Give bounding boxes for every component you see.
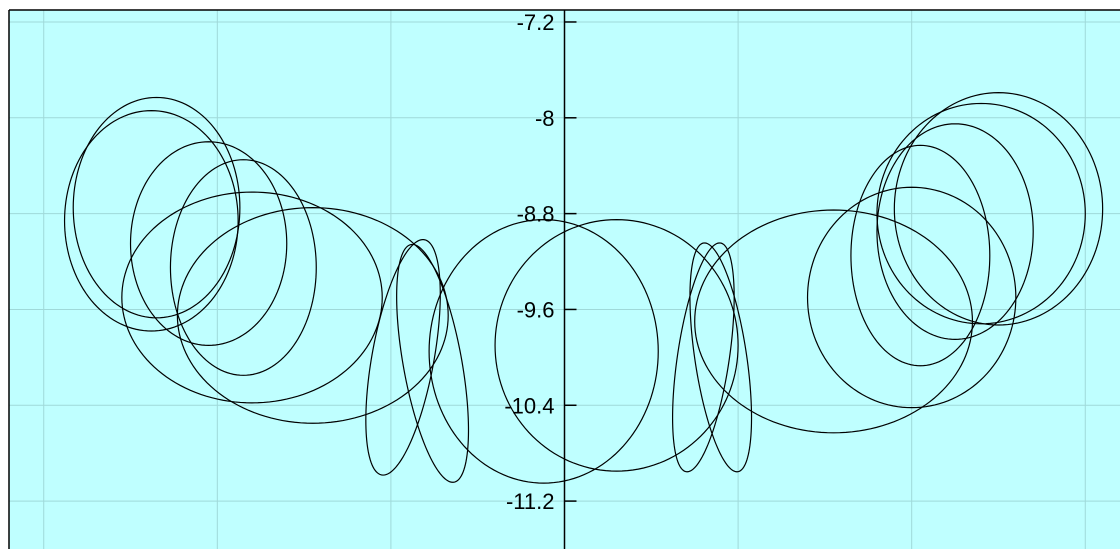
y-tick-label-1: -8 [535, 106, 555, 131]
curves [63, 92, 1104, 484]
y-tick-label-3: -9.6 [517, 297, 555, 322]
y-tick-label-2: -8.8 [517, 202, 555, 227]
series-loop-17 [893, 92, 1104, 326]
series-loop-2 [129, 141, 288, 346]
y-tick-label-5: -11.2 [506, 489, 555, 514]
series-loop-10 [671, 242, 735, 473]
y-tick-label-0: -7.2 [517, 10, 555, 35]
y-ticks: -7.2 -8 -8.8 -9.6 -10.4 -11.2 [504, 10, 577, 514]
series-loop-9 [494, 219, 739, 472]
series-loop-16 [876, 102, 1086, 325]
series-loop-14 [850, 144, 991, 367]
series-loop-7 [396, 243, 470, 483]
series-loop-13 [806, 186, 1017, 409]
series-loop-1 [72, 96, 241, 319]
series-loop-5 [176, 207, 449, 424]
series-loop-12 [694, 209, 974, 434]
y-tick-label-4: -10.4 [504, 393, 554, 418]
series-loop-8 [428, 219, 659, 484]
series-loop-3 [169, 159, 317, 376]
series-loop-4 [121, 191, 383, 404]
series-loop-0 [63, 110, 239, 332]
series-loop-6 [365, 239, 441, 476]
